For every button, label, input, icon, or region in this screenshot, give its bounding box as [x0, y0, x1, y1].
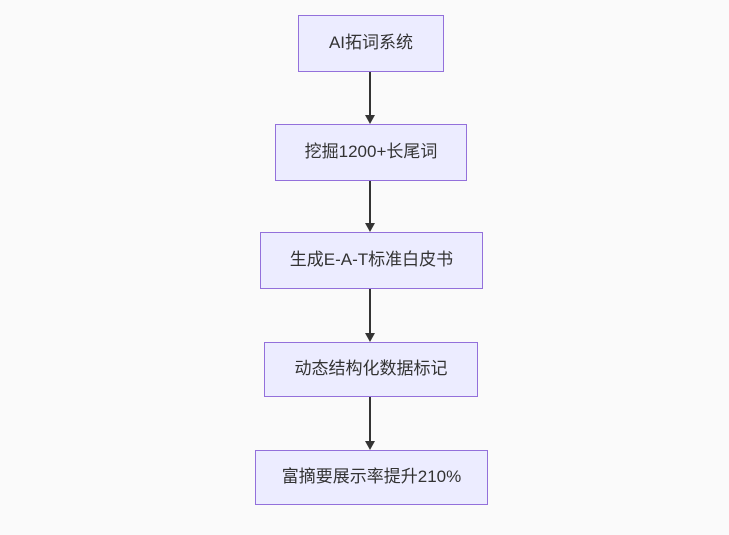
flowchart-arrow-3 — [360, 289, 380, 342]
node-label: 动态结构化数据标记 — [294, 359, 448, 379]
flowchart-node-ai-keyword-system: AI拓词系统 — [298, 15, 444, 72]
flowchart-node-eat-whitepaper: 生成E-A-T标准白皮书 — [260, 232, 483, 289]
flowchart-node-longtail-mining: 挖掘1200+长尾词 — [275, 124, 467, 181]
node-label: 挖掘1200+长尾词 — [304, 142, 438, 162]
arrow-head-icon — [365, 333, 375, 342]
arrow-head-icon — [365, 441, 375, 450]
flowchart-arrow-4 — [360, 397, 380, 450]
node-label: 富摘要展示率提升210% — [281, 467, 462, 487]
node-label: AI拓词系统 — [328, 33, 414, 53]
flowchart-node-structured-data-markup: 动态结构化数据标记 — [264, 342, 478, 397]
arrow-head-icon — [365, 223, 375, 232]
flowchart-arrow-2 — [360, 181, 380, 232]
arrow-line — [369, 181, 371, 225]
arrow-line — [369, 289, 371, 335]
arrow-line — [369, 72, 371, 117]
flowchart-arrow-1 — [360, 72, 380, 124]
node-label: 生成E-A-T标准白皮书 — [289, 250, 454, 270]
arrow-line — [369, 397, 371, 443]
arrow-head-icon — [365, 115, 375, 124]
flowchart-node-rich-snippet-result: 富摘要展示率提升210% — [255, 450, 488, 505]
